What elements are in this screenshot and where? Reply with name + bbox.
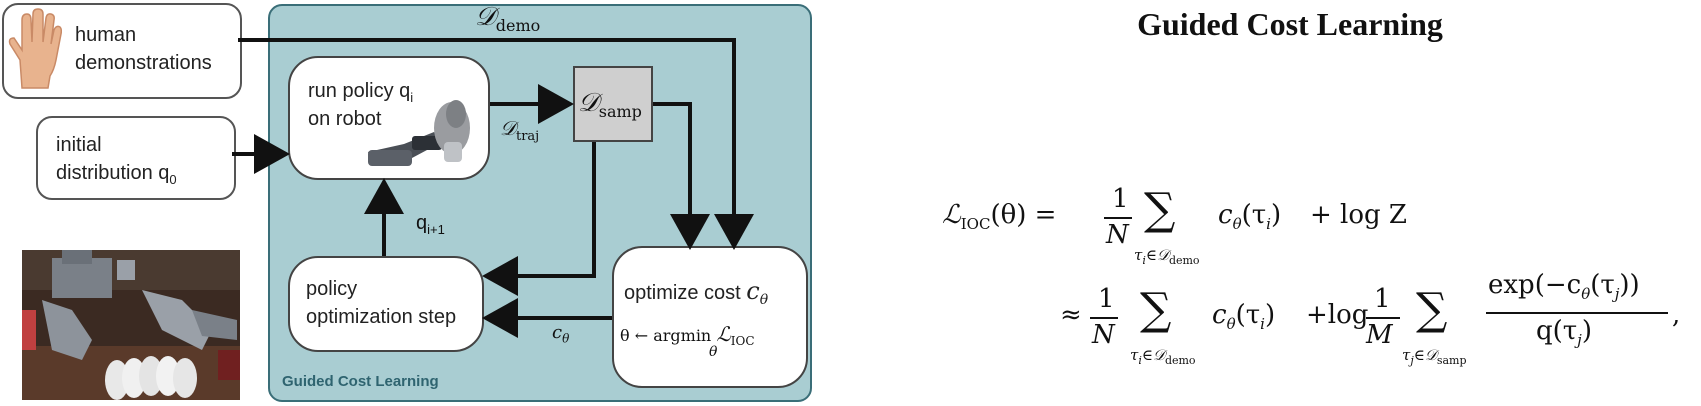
sum2-under: τi∈𝒟demo	[1130, 346, 1196, 367]
samp-to-policy-arrow	[482, 142, 596, 296]
frac3-num: 1	[1374, 284, 1391, 314]
policy-opt-line1: policy	[306, 278, 358, 300]
frac2-num: 1	[1098, 284, 1115, 314]
run-policy-line1: run policy qi	[308, 80, 414, 105]
c-theta-edge-label: cθ	[552, 322, 570, 346]
d-demo-label: 𝒟demo	[475, 2, 541, 36]
d-traj-label: 𝒟traj	[500, 116, 540, 144]
frac3-line	[1366, 317, 1400, 319]
initial-label-line2: distribution q0	[56, 162, 177, 187]
human-label-line2: demonstrations	[75, 52, 212, 74]
q-next-label: qi+1	[416, 212, 445, 237]
trailing-comma: ,	[1672, 300, 1681, 330]
frac1-num: 1	[1112, 184, 1129, 214]
flow-arrows	[232, 38, 754, 338]
argmin-under: θ	[709, 344, 718, 360]
robot-arm-icon	[368, 100, 470, 166]
frac4-num: exp(−cθ(τj))	[1488, 270, 1640, 304]
frac4-line	[1486, 312, 1668, 314]
run-policy-line2: on robot	[308, 108, 382, 130]
initial-label-line1: initial	[56, 134, 102, 156]
frac4-den: q(τj)	[1536, 316, 1592, 350]
frac2-den: N	[1092, 320, 1115, 350]
policy-optimization-node	[288, 256, 484, 352]
formula-title: Guided Cost Learning	[1137, 6, 1443, 42]
policy-opt-line2: optimization step	[306, 306, 457, 328]
term2: cθ(τi)	[1212, 300, 1276, 334]
sum2-sigma: ∑	[1140, 284, 1172, 335]
plus-log: +log	[1306, 300, 1369, 330]
argmin-formula: θ ← argmin ℒIOC	[620, 322, 755, 349]
optimize-cost-node	[612, 246, 808, 388]
sum3-sigma: ∑	[1416, 284, 1448, 335]
initial-distribution-box	[36, 116, 236, 200]
frac1-line	[1104, 217, 1132, 219]
robot-photo	[22, 250, 240, 400]
d-samp-label: 𝒟samp	[578, 88, 642, 122]
d-samp-box	[573, 66, 653, 142]
term1: cθ(τi)	[1218, 200, 1282, 234]
demo-arrow	[238, 38, 754, 250]
approx-sign: ≈	[1060, 300, 1082, 330]
formula-lhs: ℒIOC(θ) =	[942, 200, 1057, 234]
plus-log-z: + log Z	[1310, 200, 1407, 230]
sum1-under: τi∈𝒟demo	[1134, 246, 1200, 267]
frac1-den: N	[1106, 220, 1129, 250]
hand-icon	[8, 8, 62, 89]
frac2-line	[1090, 317, 1118, 319]
sum3-under: τj∈𝒟samp	[1402, 346, 1467, 367]
sum1-sigma: ∑	[1144, 184, 1176, 235]
samp-to-optimize-arrow	[653, 102, 710, 250]
optimize-cost-label: optimize cost cθ	[624, 277, 769, 308]
panel-caption: Guided Cost Learning	[282, 373, 439, 390]
human-label-line1: human	[75, 24, 137, 46]
frac3-den: M	[1366, 320, 1393, 350]
